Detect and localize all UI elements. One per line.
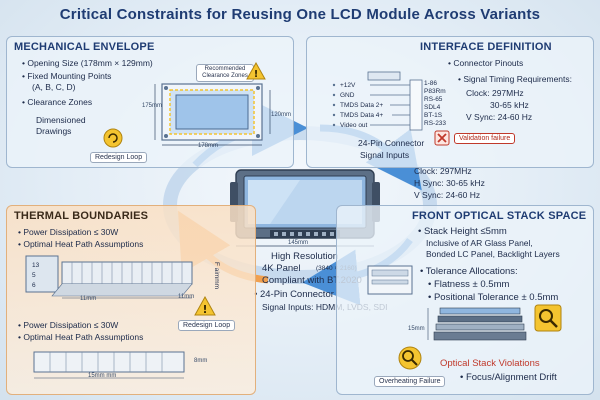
- connector-label: 24-Pin Connector: [358, 138, 425, 148]
- optical-stack-panel: [336, 205, 594, 395]
- optical-layers: Bonded LC Panel, Backlight Layers: [426, 249, 560, 259]
- center-line-high-res: High Resolution: [271, 251, 339, 262]
- thermal-redesign-loop: Redesign Loop: [178, 320, 236, 331]
- connector-pinout-diagram: [332, 71, 423, 131]
- warning-icon: !: [246, 62, 266, 80]
- thermal-heatpath-drawing: [33, 351, 185, 379]
- mech-bullet-clearance: • Clearance Zones: [22, 97, 93, 107]
- timing-hsync: 30-65 kHz: [490, 100, 529, 110]
- redesign-loop-icon: [103, 128, 123, 148]
- pin-code-2: RS-65: [424, 96, 443, 103]
- thermal-pin-6: 6: [32, 282, 36, 289]
- thermal-dim-15: 15mm mm: [88, 373, 117, 379]
- mech-drawings-line1: Dimensioned: [36, 115, 86, 125]
- diagram-title: Critical Constraints for Reusing One LCD…: [59, 6, 541, 23]
- tolerance-positional: • Positional Tolerance ± 0.5mm: [428, 292, 559, 303]
- interface-definition-panel: [306, 36, 594, 168]
- thermal-dim-11-a: 11mm: [80, 296, 97, 302]
- svg-text:!: !: [254, 69, 259, 80]
- tolerance-title: • Tolerance Allocations:: [420, 266, 518, 277]
- center-line-bt2020: Compliant with BT.2020: [262, 275, 362, 286]
- interface-heading: INTERFACE DEFINITION: [420, 41, 552, 53]
- clearance-callout: Recommended Clearance Zones: [196, 64, 254, 82]
- pin-label-3: TMDS Data 4+: [340, 112, 384, 119]
- pin-code-1: P83Rm: [424, 88, 446, 95]
- thermal-dim-11-b: 11mm: [178, 294, 195, 300]
- thermal-bullet2-power: • Power Dissipation ≤ 30W: [18, 320, 119, 330]
- optical-dim-15: 15mm: [408, 326, 425, 332]
- svg-text:!: !: [202, 303, 207, 316]
- optical-inclusive: Inclusive of AR Glass Panel,: [426, 238, 533, 248]
- center-connector-title: • 24-Pin Connector: [254, 289, 334, 300]
- optical-violations: Optical Stack Violations: [440, 358, 540, 369]
- pin-label-1: GND: [340, 92, 355, 99]
- thermal-heading: THERMAL BOUNDARIES: [14, 210, 149, 222]
- optical-stack-height: • Stack Height ≤5mm: [418, 226, 507, 237]
- center-dim-width: 145mm: [288, 240, 309, 246]
- center-timing-hsync: H Sync: 30-65 kHz: [414, 178, 485, 188]
- mech-bullet-mounting-points: (A, B, C, D): [32, 82, 76, 92]
- timing-clock: Clock: 297MHz: [466, 88, 524, 98]
- optical-stack-layers: [427, 307, 527, 341]
- pin-label-2: TMDS Data 2+: [340, 102, 384, 109]
- thermal-dim-8: 8mm: [194, 358, 208, 364]
- pin-label-4: Video out: [340, 122, 368, 129]
- thermal-bullet-power: • Power Dissipation ≤ 30W: [18, 227, 119, 237]
- mech-dim-height: 175mm: [142, 103, 163, 109]
- connector-pinouts-title: • Connector Pinouts: [448, 58, 524, 68]
- timing-title: • Signal Timing Requirements:: [458, 74, 572, 84]
- pin-code-3: SDL4: [424, 104, 441, 111]
- pin-code-0: 1-86: [424, 80, 438, 87]
- mech-bullet-mounting: • Fixed Mounting Points: [22, 71, 112, 81]
- optical-connector-drawing: [367, 265, 413, 295]
- signal-label: Signal Inputs: [360, 150, 410, 160]
- lcd-module-illustration: [230, 169, 380, 247]
- tolerance-flatness: • Flatness ± 0.5mm: [428, 279, 510, 290]
- mechanical-heading: MECHANICAL ENVELOPE: [14, 41, 155, 53]
- optical-drift: • Focus/Alignment Drift: [460, 372, 557, 383]
- thermal-bullet-heat: • Optimal Heat Path Assumptions: [18, 239, 144, 249]
- thermal-pin-13: 13: [32, 262, 40, 269]
- validation-failure: Validation failure: [454, 133, 516, 144]
- mech-dim-right: 120mm: [271, 112, 292, 118]
- close-icon: [434, 130, 450, 146]
- magnifier-icon: [534, 304, 562, 332]
- mech-drawings-line2: Drawings: [36, 126, 72, 136]
- pin-code-4: BT-1S: [424, 112, 443, 119]
- center-signal-inputs: Signal Inputs: HDMM, LVDS, SDI: [262, 302, 388, 312]
- magnifier-icon: [398, 346, 422, 370]
- center-timing-vsync: V Sync: 24-60 Hz: [414, 190, 481, 200]
- warning-icon: !: [194, 296, 216, 316]
- center-line-4k: 4K Panel: [262, 263, 301, 274]
- mechanical-drawing: [154, 83, 271, 146]
- optical-heading: FRONT OPTICAL STACK SPACE: [412, 210, 587, 222]
- thermal-side-label: F aimmm: [213, 262, 220, 290]
- center-timing-clock: Clock: 297MHz: [414, 166, 472, 176]
- pin-label-0: +12V: [340, 82, 356, 89]
- thermal-heatsink-drawing: [25, 255, 193, 299]
- thermal-bullet2-heat: • Optimal Heat Path Assumptions: [18, 332, 144, 342]
- overheating-failure: Overheating Failure: [374, 376, 446, 387]
- timing-vsync: V Sync: 24-60 Hz: [466, 112, 533, 122]
- thermal-pin-5: 5: [32, 272, 36, 279]
- pin-code-5: RS-233: [424, 120, 447, 127]
- mech-redesign-loop: Redesign Loop: [90, 152, 148, 163]
- mech-bullet-opening: • Opening Size (178mm × 129mm): [22, 58, 153, 68]
- mech-dim-width: 178mm: [198, 143, 219, 149]
